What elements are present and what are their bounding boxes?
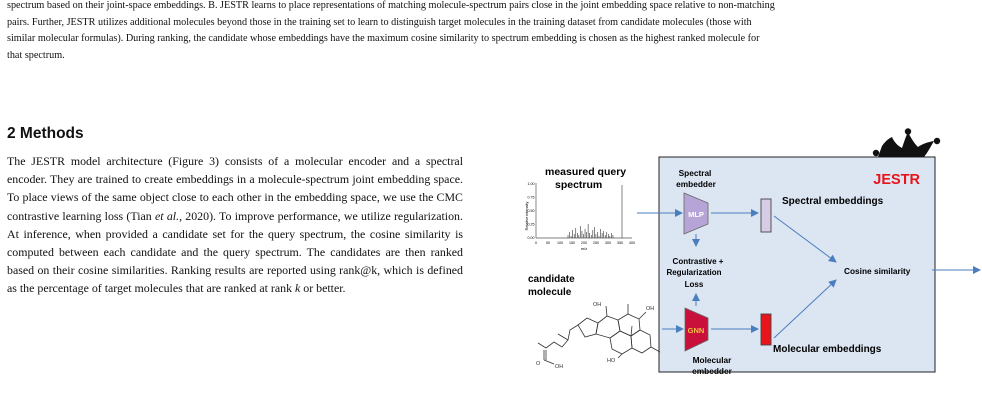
spectrum-y-axis-label: Relative intensity: [525, 202, 529, 231]
spectrum-y-tick: 0.50: [528, 209, 535, 213]
measured-query-label: spectrum: [555, 179, 602, 191]
candidate-molecule-label: candidate: [528, 274, 575, 285]
spectrum-x-tick: 150: [569, 241, 575, 245]
atom-label: O: [536, 361, 541, 367]
architecture-diagram: JESTR measured query spectrum Relative i…: [525, 128, 981, 376]
candidate-molecule-label: molecule: [528, 287, 572, 298]
molecular-embedding-block: [760, 313, 772, 346]
jester-hat-icon: [872, 128, 941, 157]
flow-arrows: [637, 209, 981, 339]
cosine-similarity-label: Cosine similarity: [844, 266, 911, 276]
section-heading: 2 Methods: [7, 125, 84, 142]
spectral-embedder-label: embedder: [676, 179, 716, 189]
spectrum-y-tick: 0.75: [528, 196, 535, 200]
paragraph-text: The JESTR model architecture (Figure 3) …: [7, 154, 463, 223]
methods-paragraph: The JESTR model architecture (Figure 3) …: [7, 152, 463, 298]
candidate-molecule-structure: [537, 304, 661, 365]
arrow-molecular-to-cosine: [773, 279, 837, 339]
spectrum-y-tick: 0.25: [528, 223, 535, 227]
measured-query-label: measured query: [545, 166, 626, 178]
mlp-encoder-block: [683, 192, 709, 235]
paragraph-italic: et al.: [155, 208, 180, 223]
spectral-embeddings-label: Spectral embeddings: [782, 196, 884, 207]
atom-label: OH: [593, 302, 601, 308]
spectrum-x-tick: 200: [581, 241, 587, 245]
spectrum-x-tick: 250: [593, 241, 599, 245]
gnn-encoder-block: [684, 307, 709, 352]
arrow-spectral-to-cosine: [773, 215, 837, 263]
paragraph-text: , 2020). To improve performance, we util…: [7, 208, 463, 296]
spectrum-x-tick: 300: [605, 241, 611, 245]
spectrum-plot: Relative intensity m/z 1.00 0.75 0.50 0.25 0…: [525, 182, 635, 251]
spectral-embedder-label: Spectral: [679, 168, 712, 178]
spectrum-y-tick: 1.00: [528, 182, 535, 186]
spectrum-x-tick: 400: [629, 241, 635, 245]
atom-label: OH: [555, 364, 563, 370]
mlp-label: MLP: [688, 210, 704, 219]
atom-label: HO: [607, 358, 616, 364]
atom-label: OH: [646, 306, 654, 312]
spectrum-x-tick: 50: [546, 241, 550, 245]
spectrum-x-axis-label: m/z: [581, 246, 587, 251]
caption-line: spectrum based on their joint-space embe…: [7, 0, 775, 11]
spectrum-x-tick: 350: [617, 241, 623, 245]
molecular-embedder-label: Molecular: [693, 355, 733, 365]
caption-line: pairs. Further, JESTR utilizes additiona…: [7, 16, 752, 28]
spectrum-y-tick: 0.00: [528, 236, 535, 240]
figure-caption: spectrum based on their joint-space embe…: [7, 0, 975, 64]
gnn-label: GNN: [688, 326, 705, 335]
caption-line: that spectrum.: [7, 49, 65, 61]
spectrum-x-tick: 100: [557, 241, 563, 245]
spectral-embedding-block: [760, 198, 772, 233]
molecular-embedder-label: embedder: [692, 366, 732, 376]
contrastive-loss-label: Regularization: [666, 268, 721, 277]
jestr-label: JESTR: [873, 172, 920, 188]
paragraph-text: or better.: [300, 281, 346, 296]
contrastive-loss-label: Loss: [685, 280, 704, 289]
jestr-architecture-figure: JESTR measured query spectrum Relative i…: [510, 128, 982, 404]
contrastive-loss-label: Contrastive +: [673, 257, 724, 266]
spectrum-x-tick: 0: [535, 241, 537, 245]
molecular-embeddings-label: Molecular embeddings: [773, 344, 882, 355]
caption-line: similar molecular formulas). During rank…: [7, 33, 760, 44]
paragraph-italic: k: [295, 281, 301, 296]
